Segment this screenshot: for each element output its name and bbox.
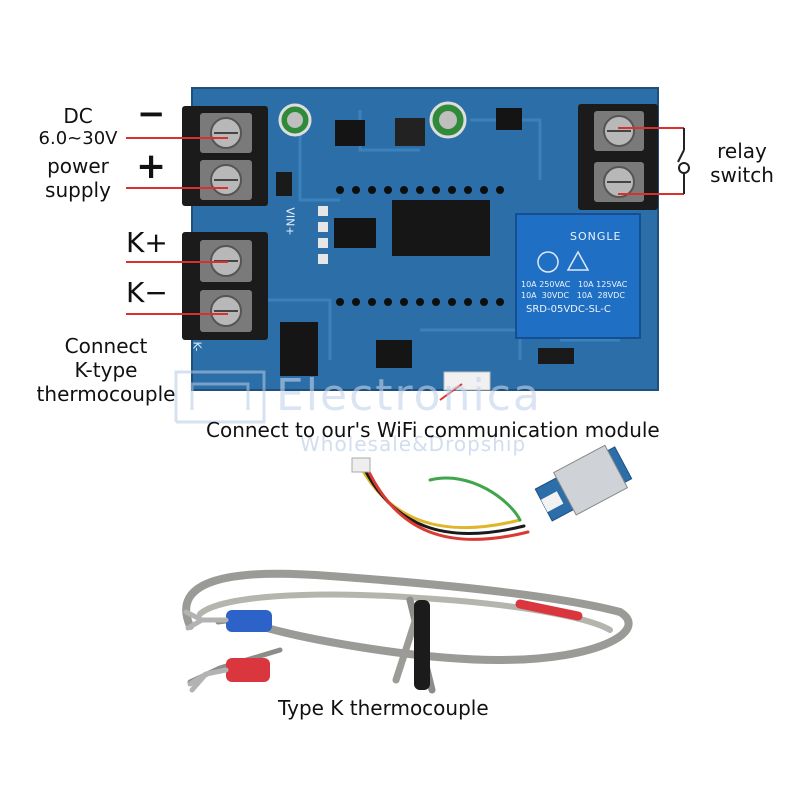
capacitor [429,101,467,139]
board-mark-vin: VIN+ [283,207,297,236]
relay-label-switch: switch [710,163,774,187]
relay-model: SRD-05VDC-SL-C [526,304,611,315]
relay-cert-mark [537,251,559,273]
ic-chip [395,118,425,146]
power-label-power: power [47,154,109,178]
watermark-logo [174,370,266,424]
ic-chip [334,218,376,248]
power-label-dc: DC [63,104,93,128]
diode [538,348,574,364]
blue-crimp-terminal [183,609,272,632]
terminal-block-probe [182,232,268,340]
k-minus-label: K− [126,276,168,309]
ic-chip [376,340,412,368]
cable-tie [414,600,430,690]
board-mark-k: K- [190,341,204,352]
terminal-block-power [182,106,268,206]
ic-chip [335,120,365,146]
red-crimp-terminal [187,658,270,693]
wifi-cable-plug [351,457,371,473]
terminal-block-relay [578,104,658,210]
relay-spec-line1: 10A 250VAC 10A 125VAC [521,280,628,289]
plus-sign: + [136,146,167,187]
k-plus-label: K+ [126,226,168,259]
microcontroller-chip [392,200,490,256]
watermark-text: Electronica [276,370,542,421]
callout-lines [126,127,684,401]
thermocouple-label-line3: thermocouple [36,382,176,406]
relay-spec-line2: 10A 30VDC 10A 28VDC [521,291,625,300]
relay-component [515,213,641,339]
wifi-module [534,444,633,522]
wifi-connector [443,371,491,391]
ic-chip [280,322,318,376]
wifi-module-cable [358,464,530,541]
ic-chip [496,108,522,130]
switch-symbol [677,128,690,194]
thermocouple-caption: Type K thermocouple [278,696,489,720]
relay-cert-mark [566,250,590,271]
thermocouple-label-line1: Connect [64,334,148,358]
capacitor [278,103,312,137]
power-label-supply: supply [45,178,111,202]
header-pins [318,206,328,264]
watermark-subtext: Wholesale&Dropship [300,432,527,456]
wifi-module-label: Connect to our's WiFi communication modu… [206,418,660,442]
diode [276,172,292,196]
relay-brand: SONGLE [570,230,622,243]
thermocouple-label-line2: K-type [74,358,138,382]
solder-pads [336,186,504,306]
relay-label-relay: relay [717,139,767,163]
minus-sign: − [137,94,166,134]
power-label-voltage: 6.0~30V [38,128,118,149]
